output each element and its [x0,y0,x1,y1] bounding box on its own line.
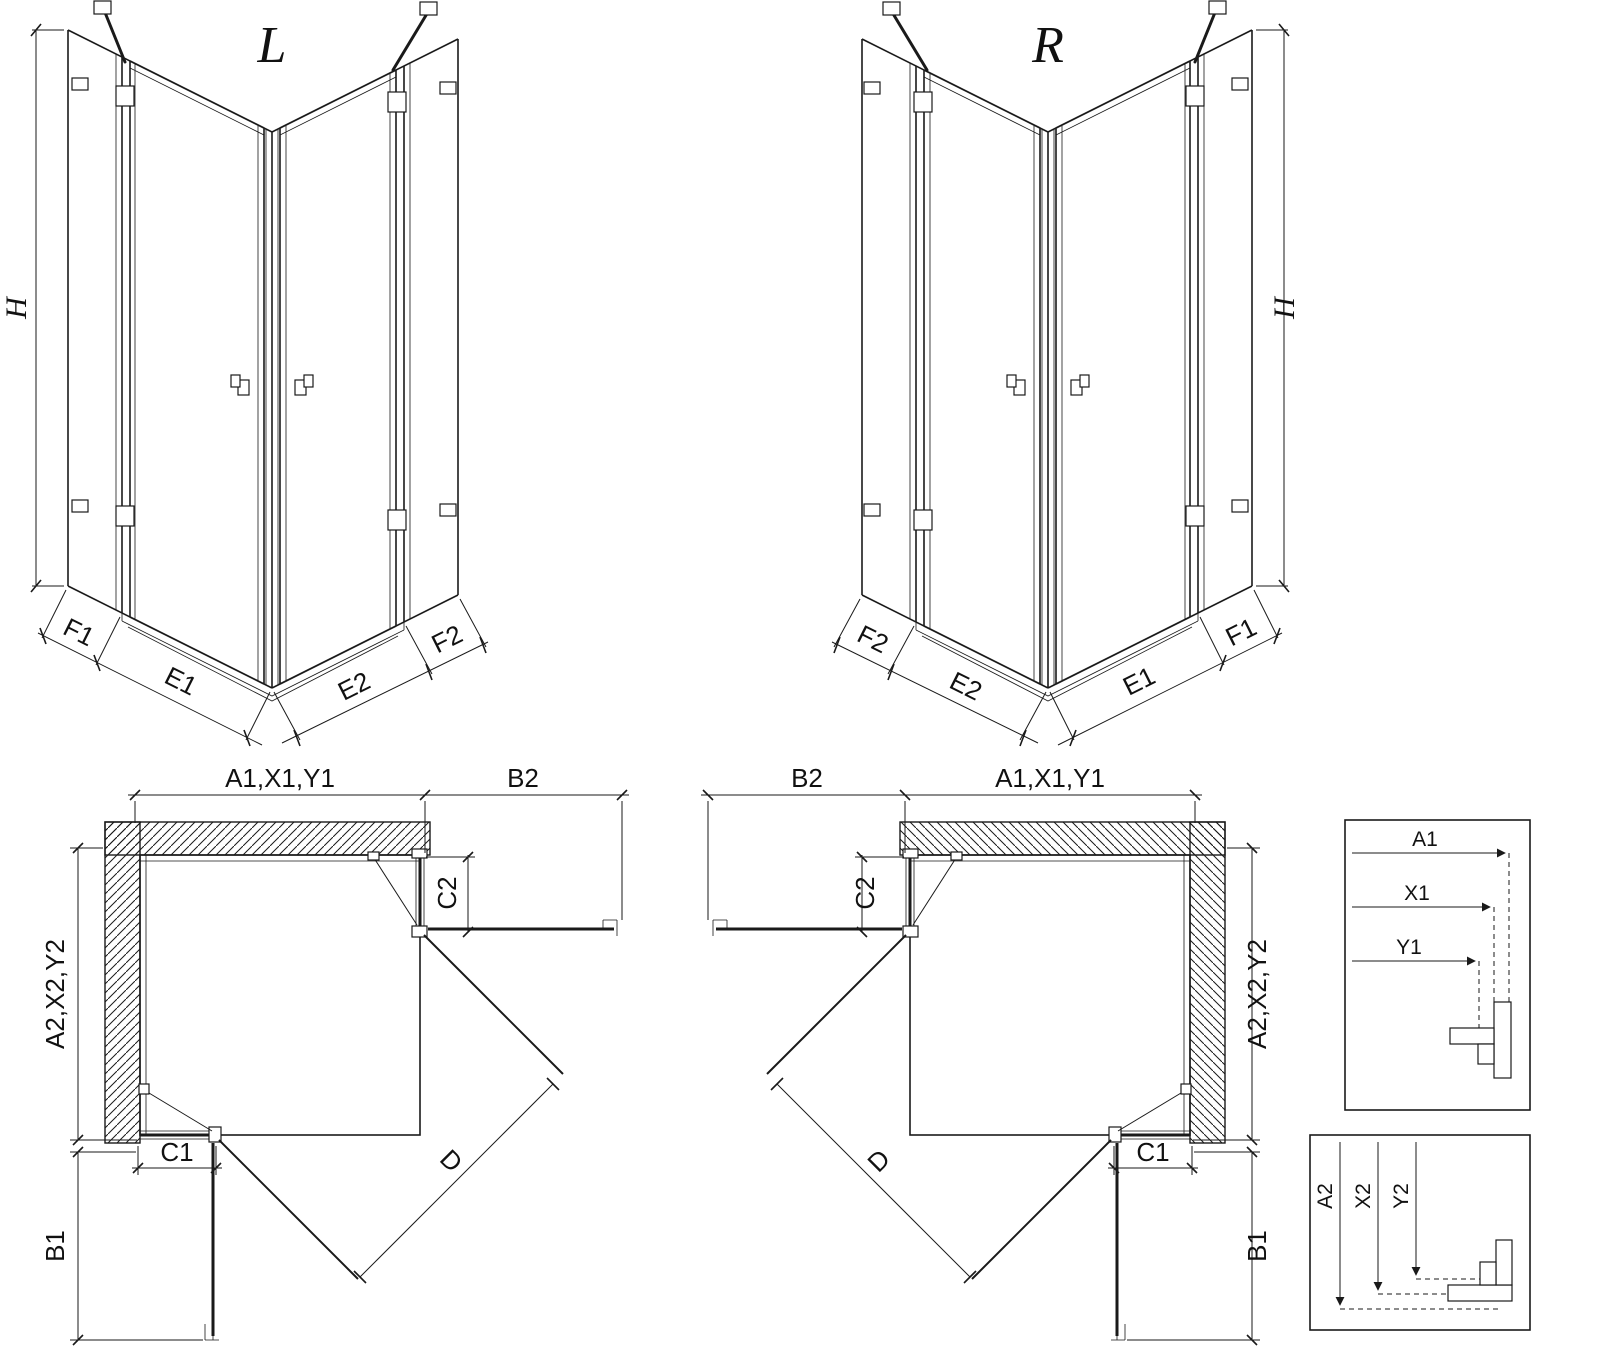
plan-label-a1-left: A1,X1,Y1 [225,763,335,793]
detail-label-a2: A2 [1314,1183,1337,1209]
variant-title-right: R [1031,17,1064,74]
plan-label-b2-left: B2 [507,763,539,793]
left-plan-labels: A1,X1,Y1 B2 C2 A2,X2,Y2 B1 C1 D [40,763,539,1262]
detail-label-y2: Y2 [1390,1183,1413,1209]
dimension-label-f2-right: F2 [853,619,894,659]
right-plan-geometry [699,788,1262,1347]
plan-label-b1-right: B1 [1242,1230,1272,1262]
profile-section-top [1449,1001,1512,1079]
detail-box-bottom: A2 X2 Y2 [1309,1134,1531,1331]
plan-label-a2-right: A2,X2,Y2 [1242,939,1272,1049]
dimension-label-e1-right: E1 [1118,660,1160,701]
plan-label-d-right: D [861,1143,895,1177]
left-plan-geometry [68,788,631,1347]
plan-label-b1-left: B1 [40,1230,70,1262]
detail-box-top: A1 X1 Y1 [1344,819,1531,1111]
right-3d-geometry [830,0,1291,748]
detail-label-x2: X2 [1352,1183,1375,1209]
profile-section-bottom [1447,1239,1513,1302]
dimension-label-h-left: H [0,295,33,320]
plan-label-c1-left: C1 [160,1137,193,1167]
left-3d-geometry [29,0,490,748]
left-3d-labels: L H F1 E1 E2 F2 [0,17,467,706]
plan-label-c1-right: C1 [1136,1137,1169,1167]
dimension-label-f2-left: F2 [427,619,468,659]
right-3d-labels: R H F2 E2 E1 F1 [853,17,1301,706]
plan-label-a2-left: A2,X2,Y2 [40,939,70,1049]
detail-label-a1: A1 [1412,828,1438,851]
plan-label-c2-left: C2 [432,876,462,909]
plan-label-a1-right: A1,X1,Y1 [995,763,1105,793]
dimension-label-h-right: H [1268,295,1301,320]
detail-label-x1: X1 [1404,882,1430,905]
detail-label-y1: Y1 [1396,936,1422,959]
variant-title-left: L [257,17,287,74]
right-plan-labels: B2 A1,X1,Y1 C2 A2,X2,Y2 B1 C1 D [791,763,1272,1262]
plan-label-d-left: D [434,1143,468,1177]
plan-label-c2-right: C2 [850,876,880,909]
dimension-label-e1-left: E1 [160,660,202,701]
plan-label-b2-right: B2 [791,763,823,793]
